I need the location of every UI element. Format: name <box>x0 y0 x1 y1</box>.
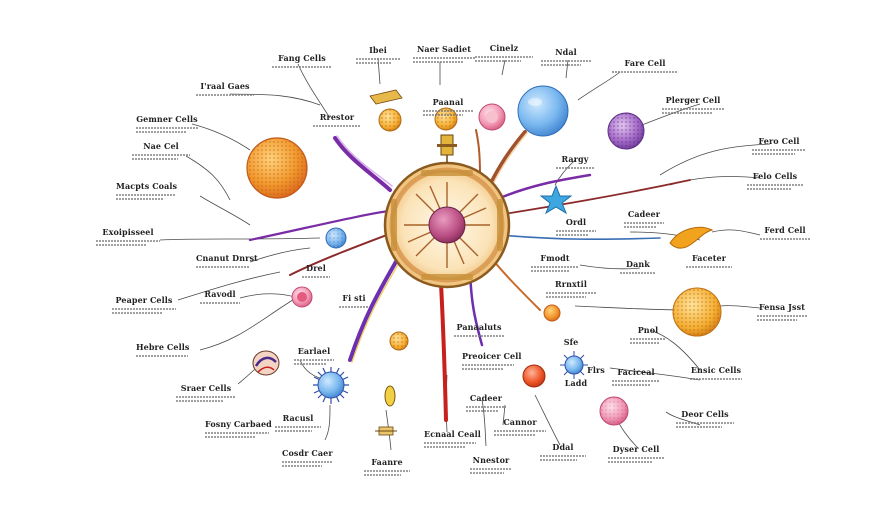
label-fang-cells: Fang Cells <box>272 54 332 68</box>
label-cadeer-bottom: Cadeer <box>466 394 506 412</box>
connector-lines <box>159 57 771 451</box>
label-faanre: Faanre <box>364 458 410 476</box>
label-ddal: Ddal <box>540 443 586 461</box>
label-cannor: Cannor <box>494 418 546 436</box>
central-cell <box>383 134 511 289</box>
label-pnol: Pnol <box>630 326 666 344</box>
label-ecnaal-ceall: Ecnaal Ceall <box>424 430 481 448</box>
label-fensa-jsst: Fensa Jsst <box>757 303 807 321</box>
label-preoicer-cell: Preoicer Cell <box>462 352 521 370</box>
label-cadeer: Cadeer <box>624 210 664 228</box>
label-ladd: Ladd <box>564 378 588 388</box>
label-felo-cells: Felo Cells <box>747 172 803 190</box>
label-faceter: Faceter <box>686 254 732 268</box>
label-paanal: Paanal <box>423 98 473 116</box>
ribbons <box>248 129 691 422</box>
label-faciceal: Faciceal <box>612 368 660 386</box>
label-hebre-cells: Hebre Cells <box>136 343 189 357</box>
label-ferd-cell: Ferd Cell <box>760 226 810 240</box>
label-flrs: Flrs <box>587 365 605 375</box>
label-cinelz: Cinelz <box>475 44 533 62</box>
label-racusl: Racusl <box>275 414 321 432</box>
label-cosdr-caer: Cosdr Caer <box>282 449 333 467</box>
label-peaper-cells: Peaper Cells <box>112 296 176 314</box>
label-cnanut-dnrst: Cnanut Dnrst <box>196 254 258 268</box>
label-exoipisseel: Exoipisseel <box>96 228 160 246</box>
label-iraal-gaes: I'raal Gaes <box>196 82 254 96</box>
label-gemner-cells: Gemner Cells <box>136 115 198 133</box>
satellite-cells <box>246 85 722 436</box>
label-dyser-cell: Dyser Cell <box>608 445 664 463</box>
label-rrestor: Rrestor <box>313 113 361 127</box>
label-earlael: Earlael <box>294 347 334 365</box>
label-nnestor: Nnestor <box>470 456 512 474</box>
label-drel: Drel <box>302 264 330 278</box>
label-fmodt: Fmodt <box>531 254 579 272</box>
label-rrnxtil: Rrnxtil <box>546 280 596 298</box>
label-fero-cell: Fero Cell <box>752 137 806 155</box>
label-ibei: Ibei <box>356 46 400 64</box>
label-fosny-carbaed: Fosny Carbaed <box>205 420 272 438</box>
label-nae-cel: Nae Cel <box>132 142 190 160</box>
label-ensic-cells: Ensic Cells <box>690 366 742 380</box>
label-ordl: Ordl <box>556 218 596 236</box>
label-sfe: Sfe <box>563 337 579 347</box>
label-macpts-coals: Macpts Coals <box>116 182 177 200</box>
label-rargy: Rargy <box>556 155 594 169</box>
label-fi-sti: Fi sti <box>339 294 369 308</box>
label-fare-cell: Fare Cell <box>612 59 678 73</box>
label-ravodl: Ravodl <box>200 290 240 304</box>
label-panaaluts: Panaaluts <box>454 323 504 337</box>
label-naer-sadiet: Naer Sadiet <box>413 45 475 63</box>
label-ndal: Ndal <box>541 48 591 66</box>
label-dank: Dank <box>620 260 656 274</box>
label-sraer-cells: Sraer Cells <box>176 384 236 402</box>
label-deor-cells: Deor Cells <box>676 410 734 428</box>
label-plerger-cell: Plerger Cell <box>662 96 724 114</box>
